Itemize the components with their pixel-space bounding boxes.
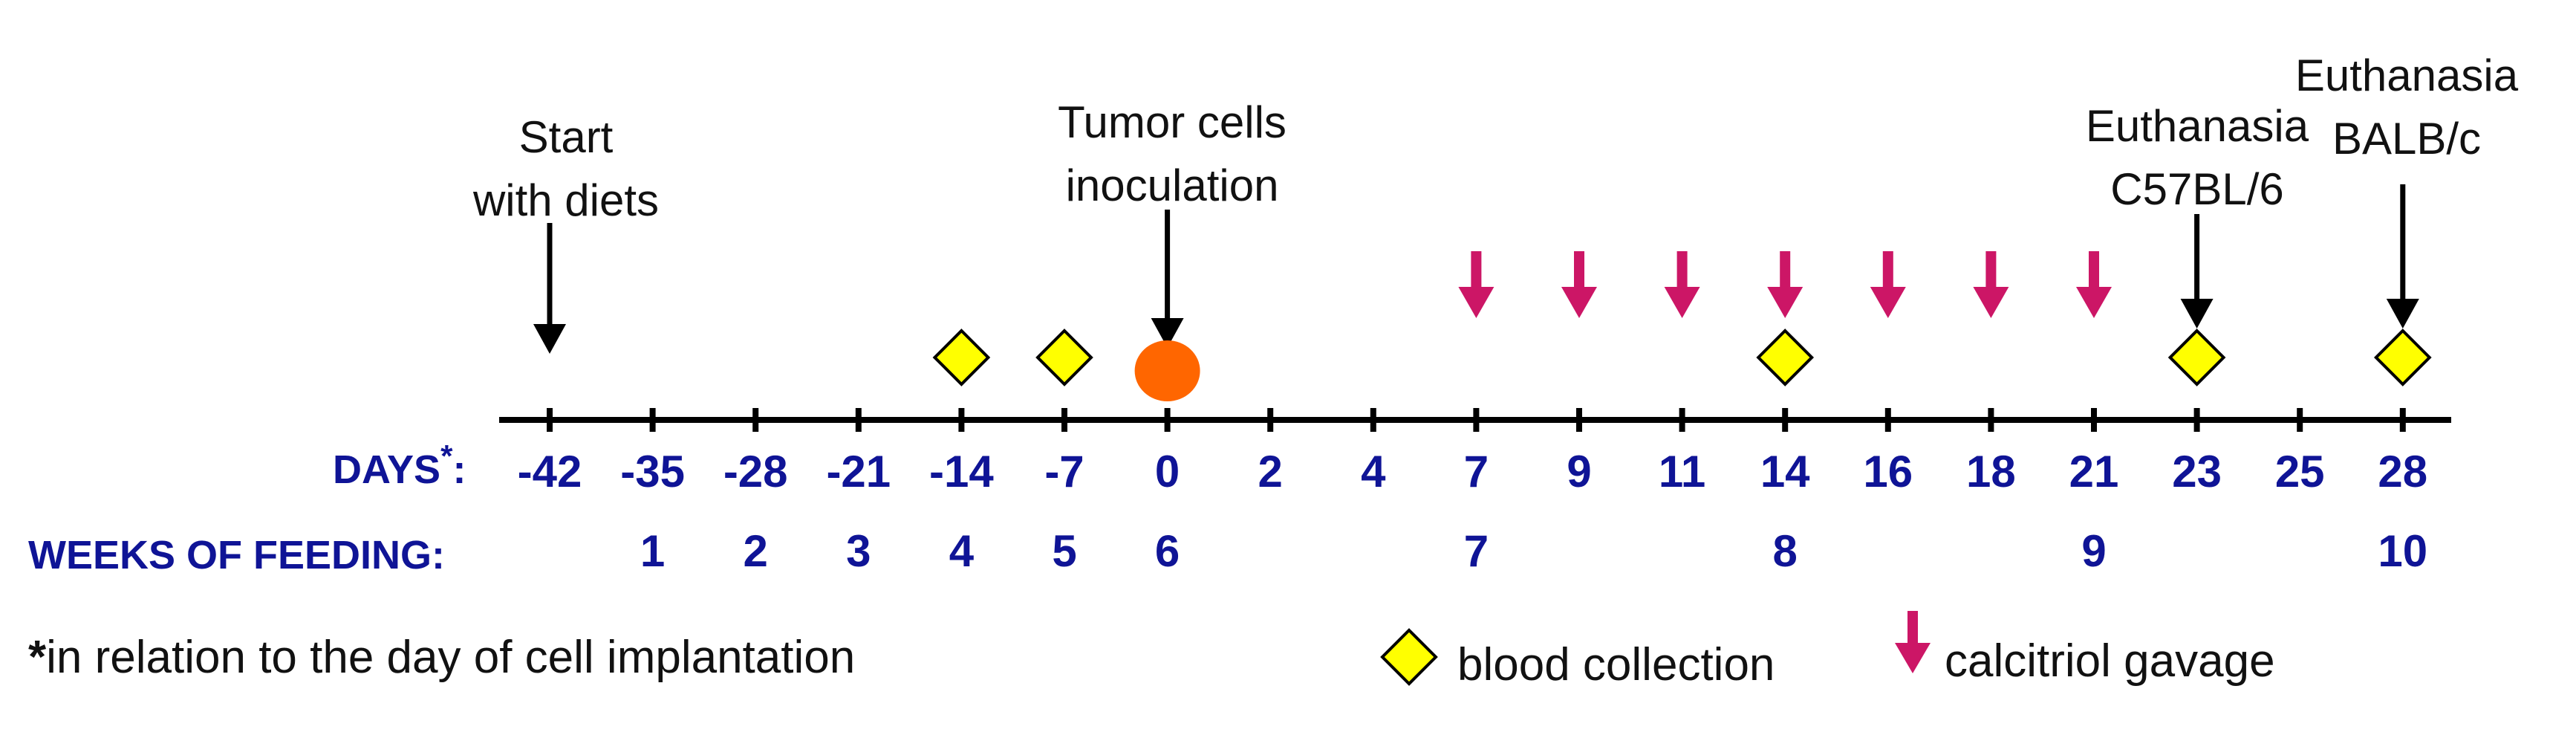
blood-collection-diamond-icon — [932, 328, 991, 386]
day-value: 4 — [1361, 447, 1386, 496]
gavage-arrow-icon — [1870, 251, 1906, 318]
day-value: 14 — [1760, 447, 1810, 496]
footnote: *in relation to the day of cell implanta… — [28, 632, 855, 683]
day-value: 7 — [1464, 447, 1489, 496]
blood-collection-diamond-icon — [1756, 328, 1815, 386]
start-label-line1: Start — [519, 112, 614, 162]
day-value: 23 — [2172, 447, 2222, 496]
day-value: -28 — [723, 447, 788, 496]
inoculation-arrow — [1151, 210, 1184, 348]
euthanasia-balb-label-line2: BALB/c — [2332, 114, 2481, 164]
gavage-arrow-icon — [1767, 251, 1803, 318]
day-value: -42 — [518, 447, 582, 496]
day-value: 11 — [1659, 447, 1705, 496]
days-row-label: DAYS*: — [333, 438, 466, 492]
week-value: 2 — [744, 526, 768, 576]
gavage-arrow-icon — [1973, 251, 2009, 318]
week-value: 9 — [2081, 526, 2106, 576]
week-value: 5 — [1052, 526, 1076, 576]
blood-collection-markers — [932, 328, 2432, 386]
axis-ticks — [547, 408, 2406, 432]
gavage-arrows — [1458, 251, 2112, 318]
tumor-inoculation-dot — [1134, 340, 1200, 401]
gavage-arrow-icon — [1458, 251, 1494, 318]
weeks-row-label: WEEKS OF FEEDING: — [28, 533, 445, 577]
euthanasia-c57-arrow — [2180, 214, 2214, 328]
tumor-label-line1: Tumor cells — [1058, 97, 1287, 147]
legend-gavage-arrow-icon — [1895, 611, 1931, 673]
gavage-arrow-icon — [2076, 251, 2112, 318]
week-value: 6 — [1155, 526, 1180, 576]
week-value: 3 — [846, 526, 871, 576]
day-value: 0 — [1155, 447, 1180, 496]
day-value: 2 — [1258, 447, 1283, 496]
week-value: 1 — [640, 526, 665, 576]
blood-collection-diamond-icon — [1035, 328, 1093, 386]
weeks-values: 1 2 3 4 5 6 7 8 9 10 — [640, 526, 2427, 576]
inoculation-markers — [1134, 340, 1200, 401]
day-value: -14 — [929, 447, 994, 496]
day-value: -21 — [826, 447, 891, 496]
start-arrow — [533, 223, 566, 354]
start-label-line2: with diets — [472, 175, 659, 225]
tumor-label-line2: inoculation — [1066, 161, 1279, 210]
legend-calcitriol-gavage: calcitriol gavage — [1945, 635, 2275, 687]
day-value: 9 — [1567, 447, 1591, 496]
days-values: -42 -35 -28 -21 -14 -7 0 2 4 7 9 11 14 16 18 21 23 25 28 — [518, 447, 2428, 496]
legend-blood-collection: blood collection — [1457, 639, 1775, 690]
euthanasia-balb-label-line1: Euthanasia — [2295, 51, 2519, 100]
week-value: 7 — [1464, 526, 1489, 576]
week-value: 8 — [1773, 526, 1798, 576]
day-value: 21 — [2069, 447, 2119, 496]
day-value: 28 — [2378, 447, 2427, 496]
day-value: -35 — [620, 447, 685, 496]
day-value: 25 — [2275, 447, 2325, 496]
gavage-arrow-icon — [1664, 251, 1700, 318]
legend-diamond-icon — [1380, 628, 1438, 686]
euthanasia-c57-label-line1: Euthanasia — [2086, 101, 2309, 151]
blood-collection-diamond-icon — [2167, 328, 2226, 386]
week-value: 10 — [2378, 526, 2427, 576]
day-value: 16 — [1863, 447, 1913, 496]
day-value: -7 — [1044, 447, 1084, 496]
week-value: 4 — [949, 526, 975, 576]
blood-collection-diamond-icon — [2373, 328, 2432, 386]
event-arrows — [533, 184, 2419, 354]
gavage-arrow-icon — [1561, 251, 1597, 318]
euthanasia-balb-arrow — [2386, 184, 2419, 328]
day-value: 18 — [1966, 447, 2016, 496]
euthanasia-c57-label-line2: C57BL/6 — [2110, 164, 2284, 214]
